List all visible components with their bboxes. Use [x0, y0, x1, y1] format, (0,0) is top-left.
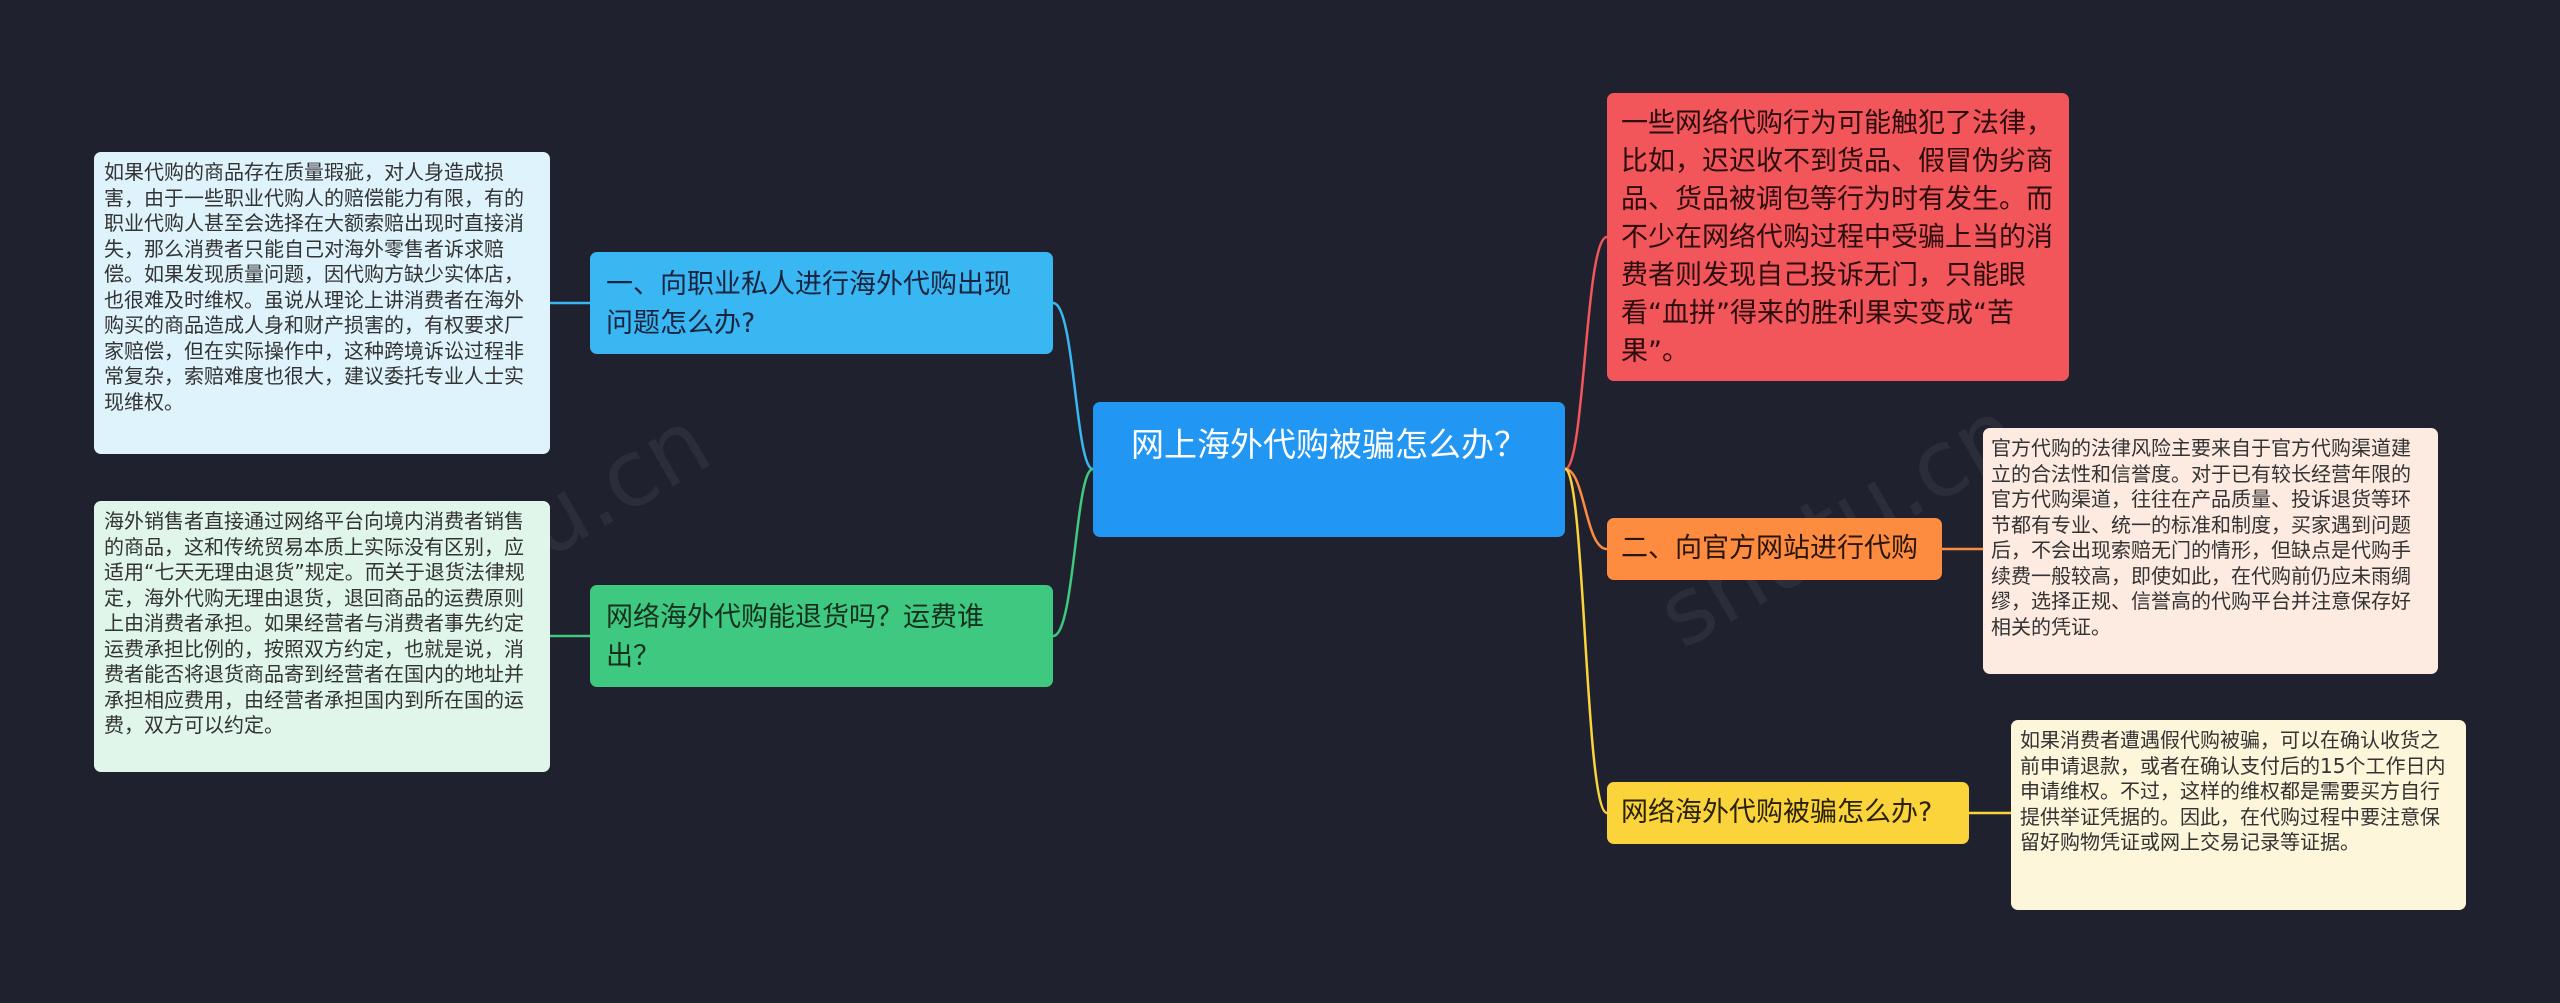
- branch-private-purchase-problem[interactable]: 一、向职业私人进行海外代购出现问题怎么办?: [590, 252, 1053, 354]
- branch-official-site[interactable]: 二、向官方网站进行代购: [1607, 518, 1942, 580]
- link-center-right2: [1564, 467, 1608, 551]
- branch-legal-risk[interactable]: 一些网络代购行为可能触犯了法律，比如，迟迟收不到货品、假冒伪劣商品、货品被调包等…: [1607, 93, 2069, 381]
- central-topic[interactable]: 网上海外代购被骗怎么办？: [1093, 402, 1565, 537]
- leaf-scammed-detail[interactable]: 如果消费者遭遇假代购被骗，可以在确认收货之前申请退款，或者在确认支付后的15个工…: [2011, 720, 2466, 910]
- leaf-official-site-detail[interactable]: 官方代购的法律风险主要来自于官方代购渠道建立的合法性和信誉度。对于已有较长经营年…: [1983, 428, 2438, 674]
- link-center-left1: [1052, 301, 1094, 471]
- leaf-private-purchase-detail[interactable]: 如果代购的商品存在质量瑕疵，对人身造成损害，由于一些职业代购人的赔偿能力有限，有…: [94, 152, 550, 454]
- leaf-return-shipping-detail[interactable]: 海外销售者直接通过网络平台向境内消费者销售的商品，这和传统贸易本质上实际没有区别…: [94, 501, 550, 772]
- link-center-right3: [1563, 467, 1609, 815]
- branch-scammed-what-to-do[interactable]: 网络海外代购被骗怎么办?: [1607, 782, 1969, 844]
- branch-return-shipping[interactable]: 网络海外代购能退货吗？运费谁出？: [590, 585, 1053, 687]
- link-center-left2: [1052, 467, 1094, 638]
- link-center-right1: [1564, 235, 1608, 471]
